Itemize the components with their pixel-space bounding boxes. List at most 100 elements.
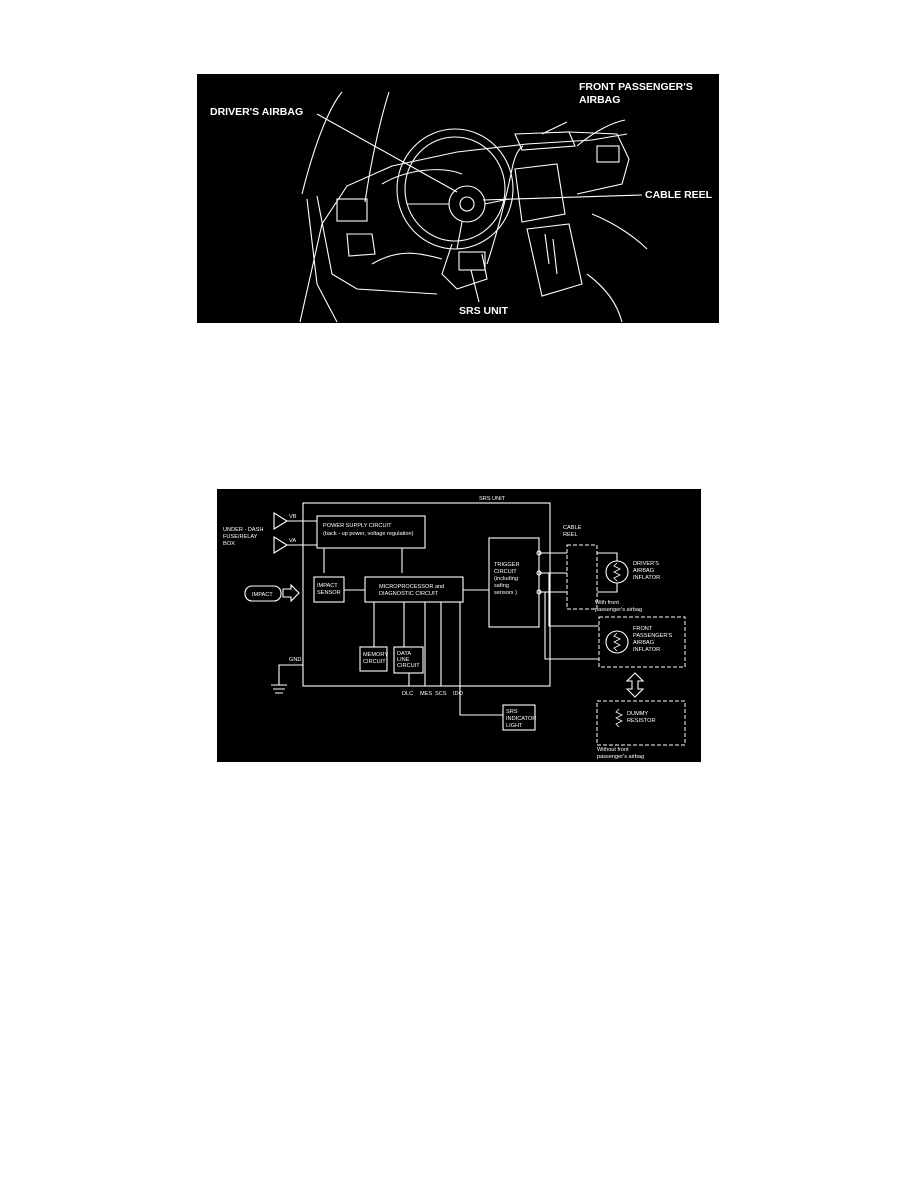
dashboard-illustration: DRIVER'S AIRBAG FRONT PASSENGER'S AIRBAG… xyxy=(210,81,713,323)
leader-driver-airbag xyxy=(316,113,458,193)
passenger-inflator-resistor xyxy=(613,632,621,652)
cluster-hood xyxy=(381,169,463,185)
power-supply-label-1: POWER SUPPLY CIRCUIT xyxy=(323,523,392,529)
srs-unit-outline xyxy=(302,502,551,687)
dummy-resistor-symbol xyxy=(615,708,623,728)
trigger-label-4: safing xyxy=(494,583,509,589)
without-passenger-label-1: Without front xyxy=(597,747,629,753)
trigger-circuit-block xyxy=(488,537,540,628)
memory-label-2: CIRCUIT xyxy=(363,659,386,665)
terminal-va: VA xyxy=(289,538,296,544)
fuse-wires xyxy=(287,520,303,546)
block-diagram-svg: SRS UNIT UNDER - DASH FUSE/RELAY BOX VB … xyxy=(223,496,686,760)
pin-dlc: DLC xyxy=(402,691,413,697)
data-line-label-2: LINE xyxy=(397,657,410,663)
passenger-inflator-label-1: FRONT xyxy=(633,626,653,632)
node-3 xyxy=(536,589,542,595)
dash-top-outline xyxy=(299,133,628,323)
driver-airbag-hub xyxy=(448,185,486,223)
harness-right xyxy=(486,145,524,265)
srs-indicator-light-block xyxy=(502,704,536,731)
terminal-vb: VB xyxy=(289,514,297,520)
pin-mes: MES xyxy=(420,691,432,697)
impact-sensor-label-2: SENSOR xyxy=(317,590,341,596)
microprocessor-label-1: MICROPROCESSOR and xyxy=(379,584,444,590)
driver-inflator-label-3: INFLATOR xyxy=(633,575,660,581)
windshield-edge xyxy=(576,119,626,147)
passenger-inflator-symbol xyxy=(605,630,629,654)
vent-right xyxy=(596,145,620,163)
driver-inflator-resistor xyxy=(613,562,621,582)
srs-block-diagram: SRS UNIT UNDER - DASH FUSE/RELAY BOX VB … xyxy=(217,489,701,762)
steering-wheel-rim xyxy=(396,128,514,250)
fuse-box-label-1: UNDER - DASH xyxy=(223,527,263,533)
ground-symbol xyxy=(271,664,303,694)
impact-sensor-label-1: IMPACT xyxy=(317,583,338,589)
callout-driver-airbag: DRIVER'S AIRBAG xyxy=(210,106,303,118)
driver-inflator-label-1: DRIVER'S xyxy=(633,561,659,567)
without-passenger-label-2: passenger's airbag xyxy=(597,754,644,760)
shifter xyxy=(544,233,558,275)
power-in-wires xyxy=(303,520,317,546)
fuse-box-label-3: BOX xyxy=(223,541,235,547)
fuse-arrow-vb xyxy=(273,512,289,530)
component-location-figure: DRIVER'S AIRBAG FRONT PASSENGER'S AIRBAG… xyxy=(197,74,719,323)
trigger-label-5: sensors ) xyxy=(494,590,517,596)
leader-srs-unit xyxy=(470,269,480,303)
pin-wires xyxy=(408,602,461,686)
indicator-wire xyxy=(459,686,503,716)
indicator-label-2: INDICATOR xyxy=(506,716,536,722)
power-supply-block xyxy=(316,515,426,549)
passenger-inflator-label-2: PASSENGER'S xyxy=(633,633,672,639)
leader-cable-reel xyxy=(482,194,643,201)
memory-circuit-block xyxy=(359,646,388,672)
impact-label: IMPACT xyxy=(252,592,273,598)
cable-reel-label-1: CABLE xyxy=(563,525,582,531)
dummy-label-1: DUMMY xyxy=(627,711,648,717)
impact-arrow xyxy=(282,583,300,603)
trigger-label-1: TRIGGER xyxy=(494,562,519,568)
pin-ido: IDO xyxy=(453,691,464,697)
terminal-gnd: GND xyxy=(289,657,301,663)
fuse-arrow-va xyxy=(273,536,289,554)
a-pillar-inner xyxy=(364,91,390,203)
leader-passenger-airbag xyxy=(541,121,568,135)
passenger-inflator-label-4: INFLATOR xyxy=(633,647,660,653)
passenger-airbag-module xyxy=(514,131,576,151)
dash-left-edge xyxy=(306,198,338,323)
dummy-label-2: RESISTOR xyxy=(627,718,656,724)
trigger-to-passenger xyxy=(544,573,599,660)
node-1 xyxy=(536,550,542,556)
callout-cable-reel: CABLE REEL xyxy=(645,189,713,201)
harness-left xyxy=(371,252,443,265)
srs-unit-title: SRS UNIT xyxy=(479,496,506,502)
dash-right xyxy=(568,131,630,195)
callout-passenger-airbag-2: AIRBAG xyxy=(579,94,620,106)
data-line-label-1: DATA xyxy=(397,651,411,657)
power-supply-label-2: (back - up power, voltage regulation) xyxy=(323,531,414,537)
microprocessor-label-2: DIAGNOSTIC CIRCUIT xyxy=(379,591,439,597)
data-line-label-3: CIRCUIT xyxy=(397,663,420,669)
trigger-label-2: CIRCUIT xyxy=(494,569,517,575)
trigger-outputs xyxy=(539,552,567,593)
floor-line xyxy=(586,273,623,323)
steering-wheel-rim-inner xyxy=(404,136,506,242)
passenger-inflator-label-3: AIRBAG xyxy=(633,640,654,646)
vent-left xyxy=(336,198,368,222)
micro-sub-links xyxy=(373,602,405,647)
cable-reel-label-2: REEL xyxy=(563,532,578,538)
passenger-inflator-block xyxy=(598,616,686,668)
swap-arrow xyxy=(625,672,645,698)
srs-unit-box xyxy=(458,251,486,271)
switch-panel xyxy=(346,233,376,257)
pin-scs: SCS xyxy=(435,691,447,697)
indicator-label-1: SRS xyxy=(506,709,518,715)
airbag-center xyxy=(459,196,475,212)
impact-input xyxy=(244,585,282,602)
dummy-resistor-block xyxy=(596,700,686,746)
with-passenger-label-2: passenger's airbag xyxy=(595,607,642,613)
center-stack xyxy=(514,163,566,223)
callout-passenger-airbag-1: FRONT PASSENGER'S xyxy=(579,81,693,93)
callout-srs-unit: SRS UNIT xyxy=(459,305,509,317)
node-2 xyxy=(536,570,542,576)
